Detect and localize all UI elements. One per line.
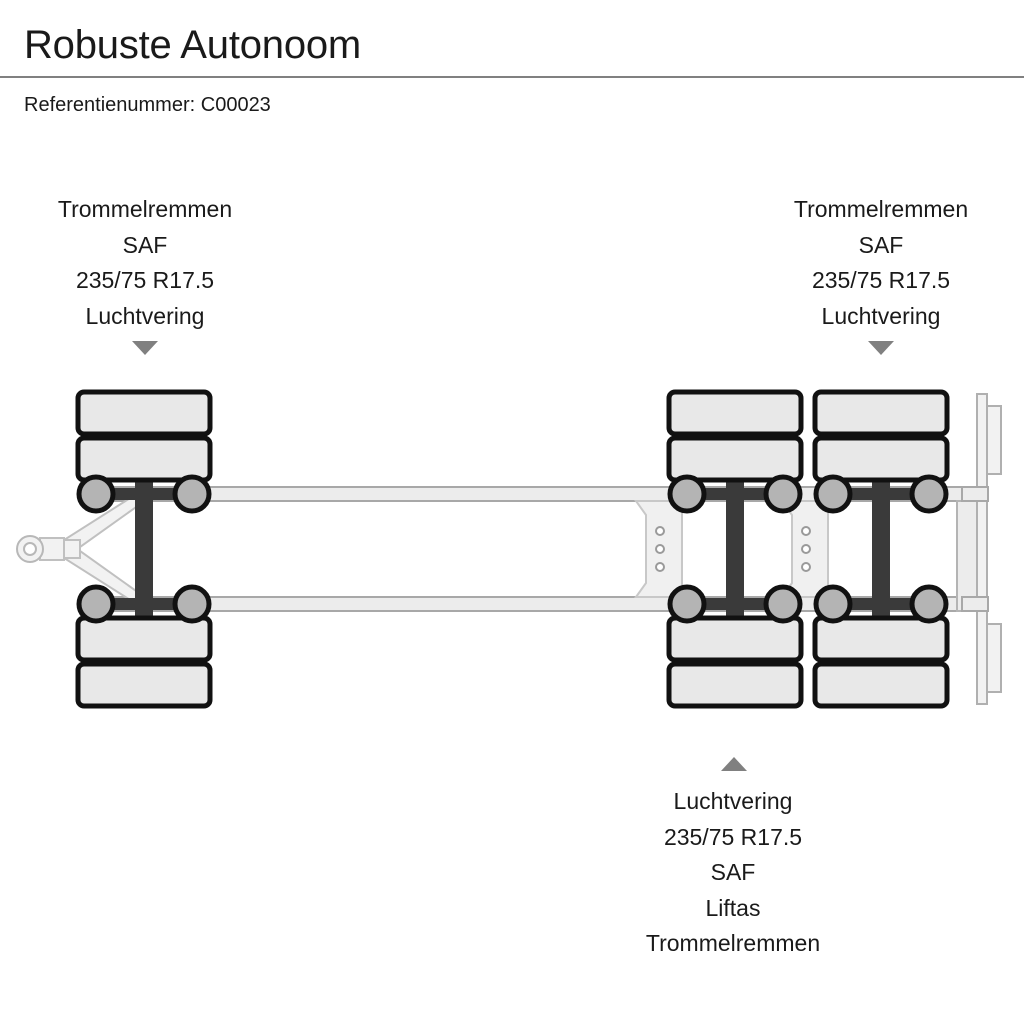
annotation-line: SAF: [858, 231, 904, 258]
annotation-line: 235/75 R17.5: [663, 823, 803, 850]
tire: [75, 435, 213, 483]
wheel-hub: [813, 474, 853, 514]
wheel-hub: [667, 584, 707, 624]
bolt-hole-icon: [801, 544, 811, 554]
wheel-hub: [172, 584, 212, 624]
axle-beam: [726, 476, 744, 624]
front-axle: [75, 389, 213, 709]
wheel-hub: [76, 584, 116, 624]
wheel-hub: [172, 474, 212, 514]
wheel-hub: [667, 474, 707, 514]
wheel-hub: [763, 584, 803, 624]
wheel-hub: [813, 584, 853, 624]
wheel-hub: [76, 474, 116, 514]
triangle-down-icon: [132, 341, 158, 355]
annotation-front-axle: Trommelremmen SAF 235/75 R17.5 Luchtveri…: [0, 192, 290, 334]
gusset-plate-1: [634, 500, 683, 598]
tow-eye-ring: [16, 535, 44, 563]
rear-light-block-bottom: [986, 623, 1002, 693]
tire: [666, 661, 804, 709]
axle-beam: [135, 476, 153, 624]
annotation-line: Luchtvering: [673, 788, 793, 814]
annotation-rear-axle-right: Trommelremmen SAF 235/75 R17.5 Luchtveri…: [736, 192, 1024, 334]
page-header: Robuste Autonoom: [0, 0, 1024, 78]
wheel-hub: [909, 584, 949, 624]
rear-axle-2: [812, 389, 950, 709]
tire: [75, 661, 213, 709]
rear-light-block-top: [986, 405, 1002, 475]
hub-connector-bar: [96, 488, 192, 500]
axle-beam: [872, 476, 890, 624]
tire: [812, 661, 950, 709]
rear-cross-beam: [976, 393, 988, 705]
bolt-hole-icon: [655, 526, 665, 536]
triangle-down-icon: [868, 341, 894, 355]
hub-connector-bar: [687, 598, 783, 610]
reference-number-line: Referentienummer: C00023: [24, 92, 271, 118]
tire: [812, 435, 950, 483]
gusset-plate-2: [780, 500, 829, 598]
annotation-rear-axle-bottom: Luchtvering 235/75 R17.5 SAF Liftas Trom…: [588, 784, 878, 962]
reference-number-label: Referentienummer:: [24, 94, 196, 116]
wheel-hub: [909, 474, 949, 514]
bolt-hole-icon: [801, 526, 811, 536]
rail-end-stub-bottom: [961, 596, 989, 612]
hub-connector-bar: [833, 488, 929, 500]
hub-connector-bar: [687, 488, 783, 500]
annotation-line: SAF: [122, 231, 168, 258]
header-divider: [0, 76, 1024, 78]
annotation-line: SAF: [710, 859, 756, 885]
wheel-hub: [763, 474, 803, 514]
annotation-line: Luchtvering: [85, 302, 205, 329]
annotation-line: Trommelremmen: [57, 196, 233, 222]
trailer-diagram: [0, 370, 1024, 730]
annotation-line: 235/75 R17.5: [75, 267, 215, 293]
tire: [812, 615, 950, 663]
hub-connector-bar: [96, 598, 192, 610]
bolt-hole-icon: [655, 562, 665, 572]
tire: [666, 435, 804, 483]
annotation-line: Trommelremmen: [793, 196, 969, 222]
tire: [75, 615, 213, 663]
tire: [812, 389, 950, 437]
annotation-line: Trommelremmen: [645, 930, 821, 956]
bolt-hole-icon: [655, 544, 665, 554]
annotation-line: 235/75 R17.5: [811, 267, 951, 293]
rail-end-stub-top: [961, 486, 989, 502]
hub-connector-bar: [833, 598, 929, 610]
bolt-hole-icon: [801, 562, 811, 572]
tire: [666, 615, 804, 663]
annotation-line: Luchtvering: [821, 302, 941, 329]
page-title: Robuste Autonoom: [24, 23, 362, 67]
rear-axle-1: [666, 389, 804, 709]
annotation-line: Liftas: [705, 894, 761, 921]
reference-number-value: C00023: [200, 94, 271, 116]
tire: [666, 389, 804, 437]
tire: [75, 389, 213, 437]
triangle-up-icon: [721, 757, 747, 771]
